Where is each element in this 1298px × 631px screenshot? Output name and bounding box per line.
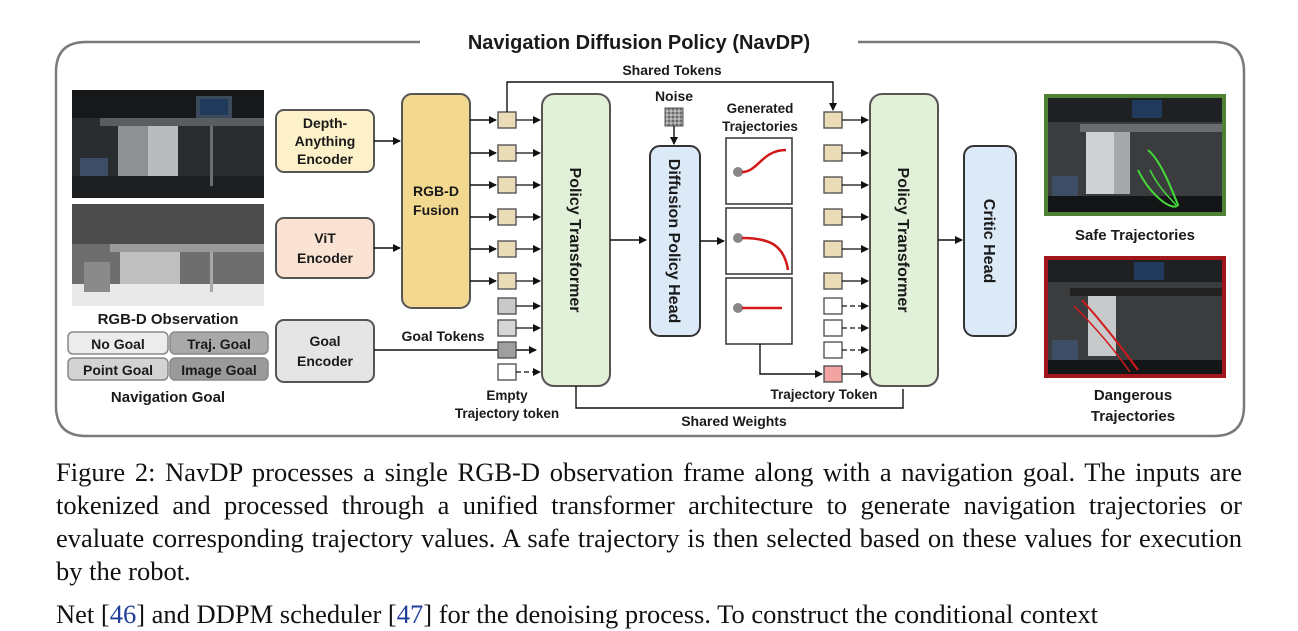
figure-caption: Figure 2: NavDP processes a single RGB-D…	[56, 456, 1242, 588]
goal-image-label: Image Goal	[181, 362, 256, 378]
diagram-title: Navigation Diffusion Policy (NavDP)	[468, 32, 810, 54]
trajectory-panel-1	[725, 137, 793, 205]
depth-encoder-line3: Encoder	[297, 151, 354, 167]
rgbd-observation-label: RGB-D Observation	[98, 311, 239, 328]
goal-traj-label: Traj. Goal	[187, 336, 251, 352]
outer-frame	[54, 40, 1246, 438]
body-text-part-2: ] and DDPM scheduler [	[136, 599, 397, 629]
generated-trajectories-line1: Generated	[727, 101, 794, 116]
depth-image	[72, 204, 264, 306]
citation-link-47[interactable]: 47	[396, 599, 424, 629]
body-text-part-1: Net [	[56, 599, 110, 629]
goal-tokens-label: Goal Tokens	[402, 328, 485, 344]
diffusion-head-label: Diffusion Policy Head	[665, 159, 682, 323]
trajectory-panel-3	[725, 277, 793, 345]
left-token-column	[470, 111, 517, 381]
goal-encoder-box	[275, 319, 375, 383]
body-text-part-3: ] for the denoising process. To construc…	[423, 599, 1098, 629]
vit-encoder-box	[275, 217, 375, 279]
vit-encoder-line2: Encoder	[297, 250, 354, 266]
navdp-architecture-diagram: Navigation Diffusion Policy (NavDP) RGB-…	[54, 32, 1246, 438]
body-paragraph-start: Net [46] and DDPM scheduler [47] for the…	[56, 598, 1242, 631]
figure-caption-text: NavDP processes a single RGB-D observati…	[56, 457, 1242, 586]
dangerous-trajectories-line2: Trajectories	[1091, 408, 1175, 425]
fusion-line2: Fusion	[413, 202, 459, 218]
critic-head-label: Critic Head	[980, 199, 997, 283]
critic-head	[963, 145, 1017, 337]
safe-trajectories-label: Safe Trajectories	[1075, 227, 1195, 244]
policy-transformer-1-label: Policy Transformer	[566, 168, 583, 313]
noise-label: Noise	[655, 88, 693, 104]
rgbd-fusion-box	[401, 93, 471, 309]
noise-square	[664, 107, 684, 127]
safe-trajectories-image	[1044, 94, 1226, 216]
goal-no-label: No Goal	[91, 336, 145, 352]
navigation-goal-options: No Goal Traj. Goal Point Goal Image Goal	[67, 331, 269, 381]
policy-transformer-2-label: Policy Transformer	[894, 168, 911, 313]
shared-tokens-label: Shared Tokens	[622, 62, 722, 78]
goal-encoder-line2: Encoder	[297, 353, 354, 369]
navigation-goal-label: Navigation Goal	[111, 389, 225, 406]
vit-encoder-line1: ViT	[314, 230, 336, 246]
citation-link-46[interactable]: 46	[109, 599, 137, 629]
rgb-image	[72, 90, 264, 198]
empty-token-line1: Empty	[486, 388, 528, 403]
goal-point-label: Point Goal	[83, 362, 153, 378]
figure-caption-label: Figure 2:	[56, 457, 156, 487]
shared-weights-label: Shared Weights	[681, 413, 787, 429]
generated-trajectories-line2: Trajectories	[722, 119, 798, 134]
dangerous-trajectories-line1: Dangerous	[1094, 387, 1172, 404]
trajectory-panel-2	[725, 207, 793, 275]
goal-encoder-line1: Goal	[309, 333, 340, 349]
empty-token-line2: Trajectory token	[455, 406, 559, 421]
depth-encoder-line2: Anything	[295, 133, 356, 149]
depth-encoder-line1: Depth-	[303, 115, 348, 131]
trajectory-token-label: Trajectory Token	[770, 387, 877, 402]
dangerous-trajectories-image	[1044, 256, 1226, 378]
fusion-line1: RGB-D	[413, 183, 459, 199]
